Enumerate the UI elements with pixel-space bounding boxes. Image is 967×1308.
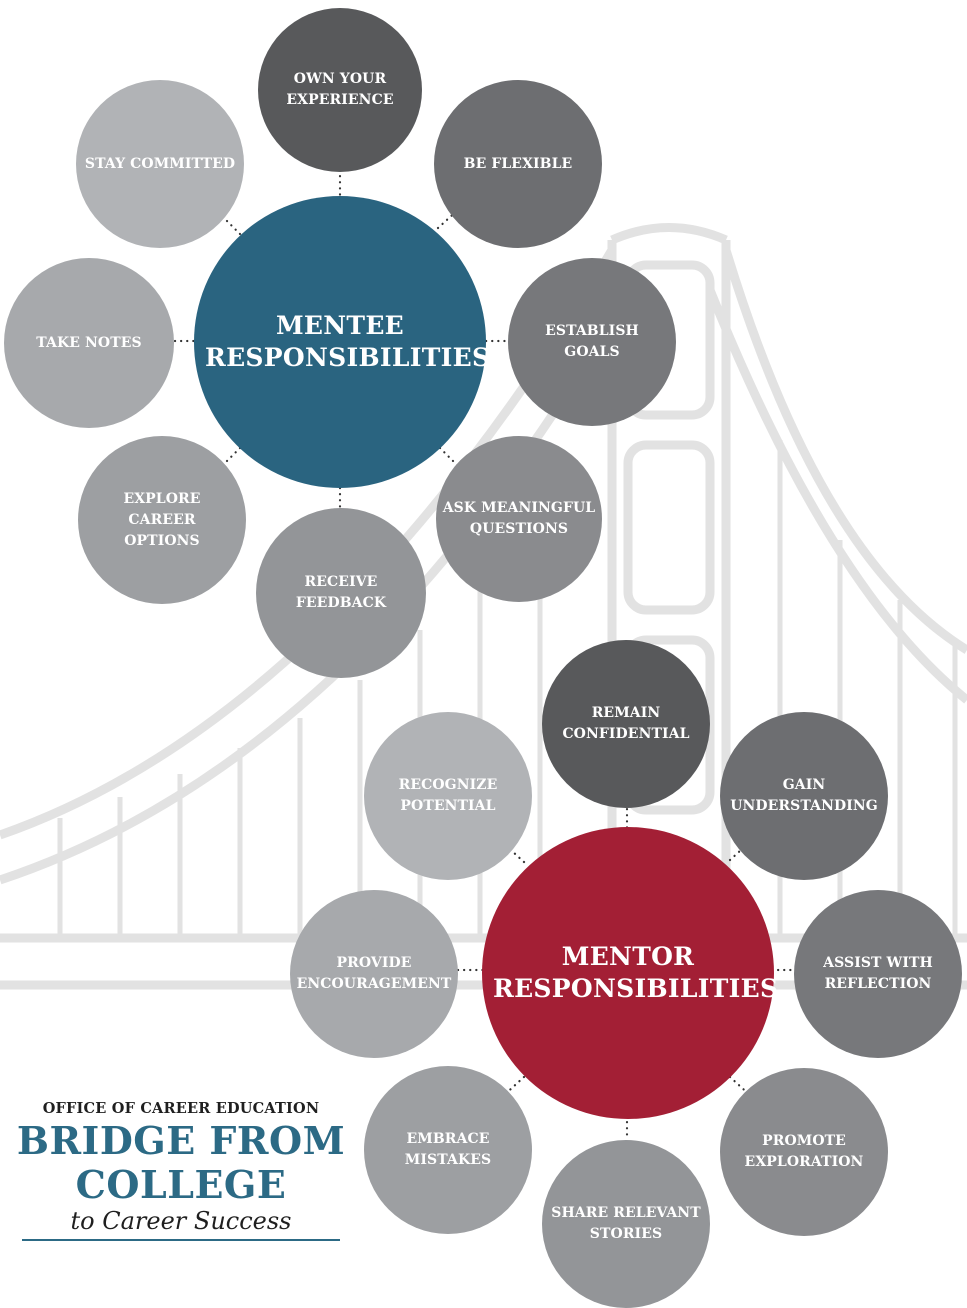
mentee-item-explore-career-options: EXPLORE CAREER OPTIONS [78,436,246,604]
mentee-hub-circle: MENTEE RESPONSIBILITIES [194,196,491,488]
tagline: to Career Success [22,1207,340,1241]
mentor-item-remain-confidential: REMAIN CONFIDENTIAL [542,640,710,808]
mentor-item-promote-exploration: PROMOTE EXPLORATION [720,1068,888,1236]
mentee-item-establish-goals: ESTABLISH GOALS [508,258,676,426]
mentor-item-share-relevant-stories: SHARE RELEVANT STORIES [542,1140,710,1308]
mentor-item-gain-understanding: GAIN UNDERSTANDING [720,712,888,880]
office-name: OFFICE OF CAREER EDUCATION [42,1100,320,1117]
mentor-hub-title: MENTOR RESPONSIBILITIES [493,942,779,1003]
bridge-title-line2: COLLEGE [75,1162,287,1207]
mentee-item-receive-feedback: RECEIVE FEEDBACK [256,508,426,678]
mentor-hub-circle: MENTOR RESPONSIBILITIES [482,827,779,1119]
mentee-hub-title: MENTEE RESPONSIBILITIES [205,311,491,372]
mentor-item-provide-encouragement: PROVIDE ENCOURAGEMENT [290,890,458,1058]
mentee-item-take-notes: TAKE NOTES [4,258,174,428]
mentee-item-ask-meaningful-questions: ASK MEANINGFUL QUESTIONS [436,436,602,602]
branding-block: OFFICE OF CAREER EDUCATION BRIDGE FROM C… [16,1100,346,1241]
mentor-item-recognize-potential: RECOGNIZE POTENTIAL [364,712,532,880]
mentor-item-embrace-mistakes: EMBRACE MISTAKES [364,1066,532,1234]
mentee-item-own-your-experience: OWN YOUR EXPERIENCE [258,8,422,172]
bridge-title-line1: BRIDGE FROM [16,1118,346,1163]
mentee-item-be-flexible: BE FLEXIBLE [434,80,602,248]
mentor-item-assist-with-reflection: ASSIST WITH REFLECTION [794,890,962,1058]
mentee-item-stay-committed: STAY COMMITTED [76,80,244,248]
